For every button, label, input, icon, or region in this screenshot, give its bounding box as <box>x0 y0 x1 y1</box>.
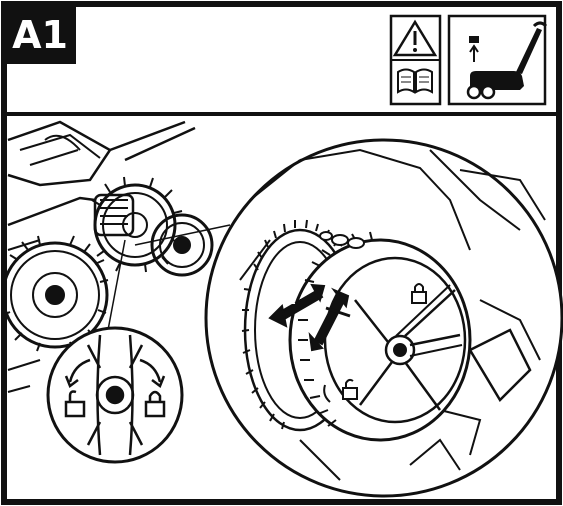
unlock-arrow-icon <box>323 384 331 403</box>
height-adjust-knob <box>93 193 135 237</box>
svg-text:A1: A1 <box>12 13 68 57</box>
zoomed-wheel-detail: 1 <box>204 138 563 498</box>
front-wheel <box>150 213 214 277</box>
unlock-icon <box>342 378 358 400</box>
mower-wheel-overview <box>1 120 231 393</box>
lock-icon <box>144 390 166 418</box>
lock-icon <box>411 283 427 304</box>
lock-arrow-icon <box>139 358 162 383</box>
svg-text:1: 1 <box>288 294 296 307</box>
step-label: A1 <box>4 4 76 64</box>
unlock-icon <box>64 390 86 418</box>
unlock-arrow-icon <box>68 358 91 383</box>
lawn-mower-adjust-icon <box>447 14 548 106</box>
lever-direction-arrow-icon <box>308 287 351 352</box>
height-adjust-arrow-icon: 1 <box>268 283 326 328</box>
warning-read-manual-icon <box>389 14 442 106</box>
lock-knob-detail <box>46 326 184 464</box>
